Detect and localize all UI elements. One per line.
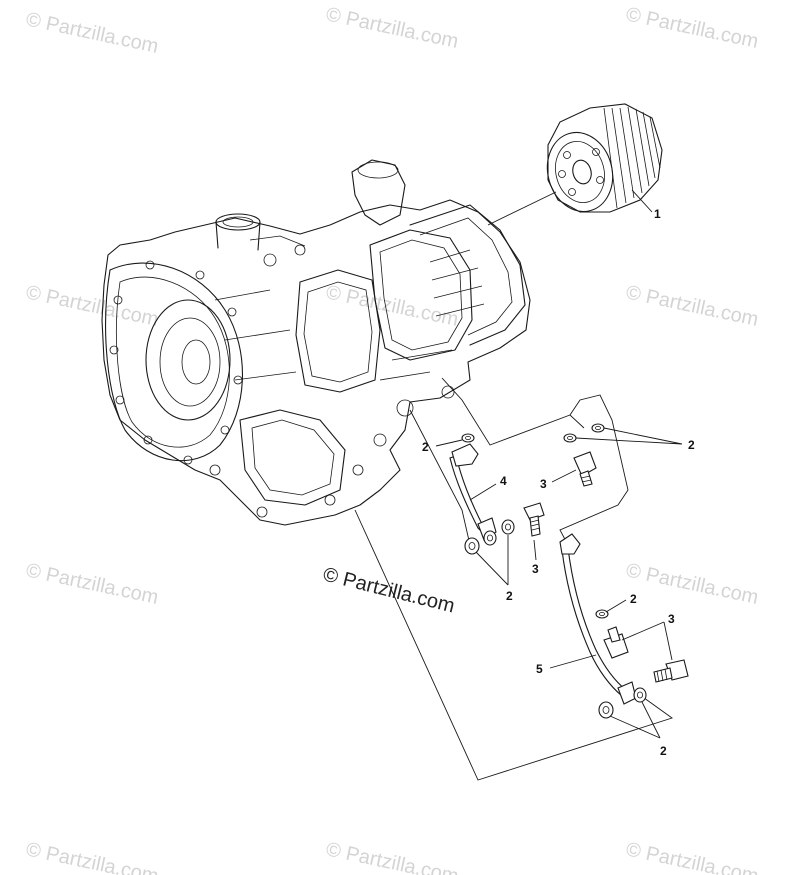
watermark: © Partzilla.com: [324, 838, 460, 875]
callout-3: 3: [668, 612, 675, 626]
watermark: © Partzilla.com: [24, 838, 160, 875]
watermark: © Partzilla.com: [324, 3, 460, 53]
watermark: © Partzilla.com: [624, 838, 760, 875]
watermark: © Partzilla.com: [324, 281, 460, 331]
oil-line-lower: [559, 533, 637, 705]
callout-2: 2: [688, 438, 695, 452]
callout-3: 3: [532, 562, 539, 576]
callout-5: 5: [536, 662, 543, 676]
callout-numbers: 1 2 2 4 3 3 2 2 3 5 2: [422, 207, 695, 758]
reference-lines: [354, 191, 673, 781]
callout-leaders: [435, 189, 683, 739]
callout-2: 2: [630, 592, 637, 606]
engine-crankcase: [101, 159, 531, 526]
watermark: © Partzilla.com: [624, 281, 760, 331]
callout-2: 2: [506, 589, 513, 603]
watermark: © Partzilla.com: [624, 559, 760, 609]
callout-3: 3: [540, 477, 547, 491]
watermark: © Partzilla.com: [24, 281, 160, 331]
callout-1: 1: [654, 207, 661, 221]
callout-4: 4: [500, 474, 507, 488]
watermark: © Partzilla.com: [24, 8, 160, 58]
callout-2: 2: [422, 440, 429, 454]
oil-filter: [546, 103, 663, 213]
watermark: © Partzilla.com: [624, 3, 760, 53]
washers: [461, 423, 647, 719]
watermark: © Partzilla.com: [24, 559, 160, 609]
oil-line-upper: [449, 443, 497, 541]
callout-2: 2: [660, 744, 667, 758]
copyright-text: © Partzilla.com: [321, 564, 457, 618]
fittings: [523, 451, 689, 683]
